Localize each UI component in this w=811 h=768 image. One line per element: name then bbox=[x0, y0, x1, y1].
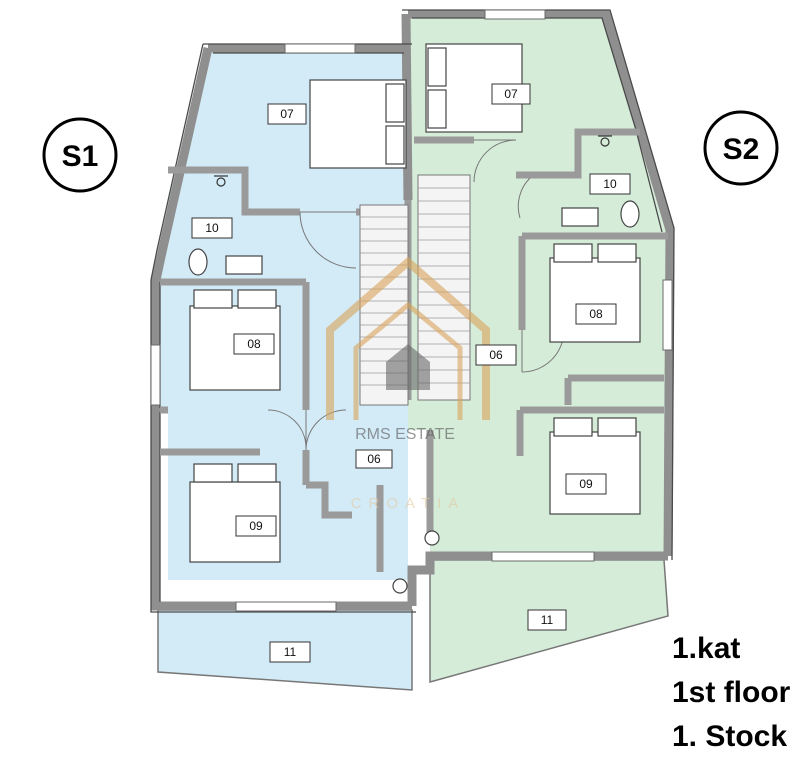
floor-label-en: 1st floor bbox=[672, 676, 791, 709]
room-06-s1: 06 bbox=[367, 452, 381, 466]
door-swings bbox=[267, 139, 565, 451]
room-09-s2: 09 bbox=[579, 477, 593, 491]
unit-badge-s1 bbox=[42, 117, 118, 193]
windows bbox=[150, 9, 673, 612]
room-11-s1: 11 bbox=[284, 645, 297, 659]
shower-icon bbox=[214, 135, 612, 187]
toilet-icon bbox=[188, 200, 640, 594]
floor-label-de: 1. Stock bbox=[672, 720, 788, 753]
room-09-s1: 09 bbox=[249, 519, 263, 533]
room-07-s2: 07 bbox=[504, 87, 518, 101]
sink-icon bbox=[225, 207, 599, 275]
bed-icon bbox=[189, 43, 641, 563]
room-06-s2: 06 bbox=[489, 348, 503, 362]
unit-badge-s1-label: S1 bbox=[62, 140, 99, 173]
room-07-s1: 07 bbox=[280, 107, 294, 121]
room-08-s1: 08 bbox=[247, 337, 261, 351]
interior-walls-s1 bbox=[160, 166, 408, 572]
floor-label-kat: 1.kat bbox=[672, 632, 741, 665]
unit-badge-s2-label: S2 bbox=[723, 133, 760, 166]
room-11-s2: 11 bbox=[541, 613, 554, 627]
room-10-s1: 10 bbox=[205, 221, 219, 235]
watermark-sub: CROATIA bbox=[351, 495, 466, 512]
watermark-brand: RMS ESTATE bbox=[355, 426, 455, 443]
unit-badge-s2 bbox=[703, 110, 779, 186]
room-labels bbox=[191, 83, 631, 663]
room-10-s2: 10 bbox=[603, 177, 617, 191]
room-08-s2: 08 bbox=[589, 307, 603, 321]
